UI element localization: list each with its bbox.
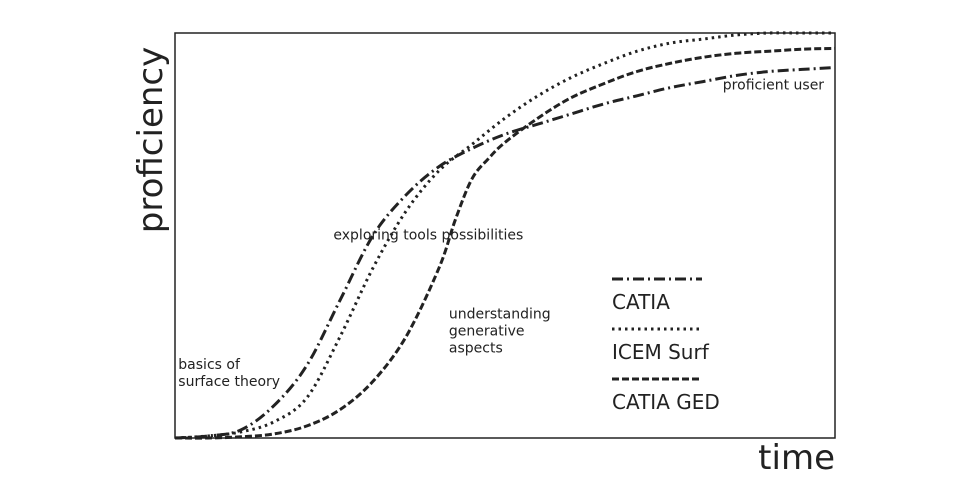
series-line-catia (174, 65, 836, 440)
series-line-icem-surf (174, 31, 835, 440)
series-layer (174, 31, 836, 440)
y-axis-title: proficiency (131, 47, 171, 233)
series-line-catia-ged (174, 46, 836, 440)
annotation-2: exploring tools possibilities (333, 228, 523, 244)
annotation-4: proficient user (723, 78, 825, 94)
plot-frame (174, 32, 836, 439)
legend-label-catia-ged: CATIA GED (612, 390, 720, 414)
legend-label-icem-surf: ICEM Surf (612, 340, 710, 364)
legend-label-catia: CATIA (612, 290, 670, 314)
x-axis-title: time (758, 438, 835, 478)
